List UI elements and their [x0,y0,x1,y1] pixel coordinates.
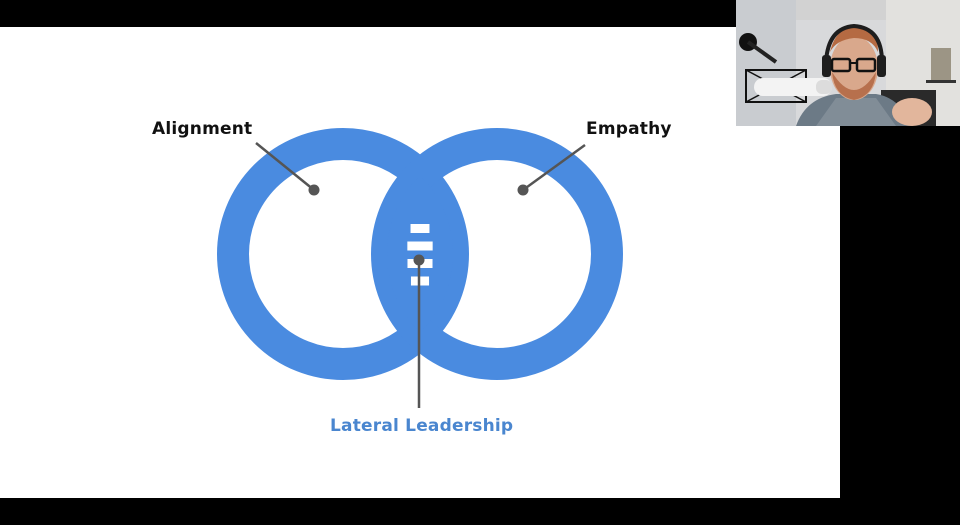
label-lateral-leadership: Lateral Leadership [330,416,514,436]
headphones-icon [824,23,884,63]
pointer-line-empathy [522,143,586,192]
pointer-dot-intersection [413,254,425,266]
microphone-icon [739,33,832,103]
webcam-video [736,0,960,126]
intersection-stripe [410,224,430,233]
label-alignment: Alignment [152,119,253,139]
pointer-line-alignment [255,142,315,191]
intersection-stripe [407,241,433,251]
pointer-dot-alignment [308,184,320,196]
label-empathy: Empathy [586,119,672,139]
person-video-icon [736,0,960,126]
pointer-dot-empathy [517,184,529,196]
